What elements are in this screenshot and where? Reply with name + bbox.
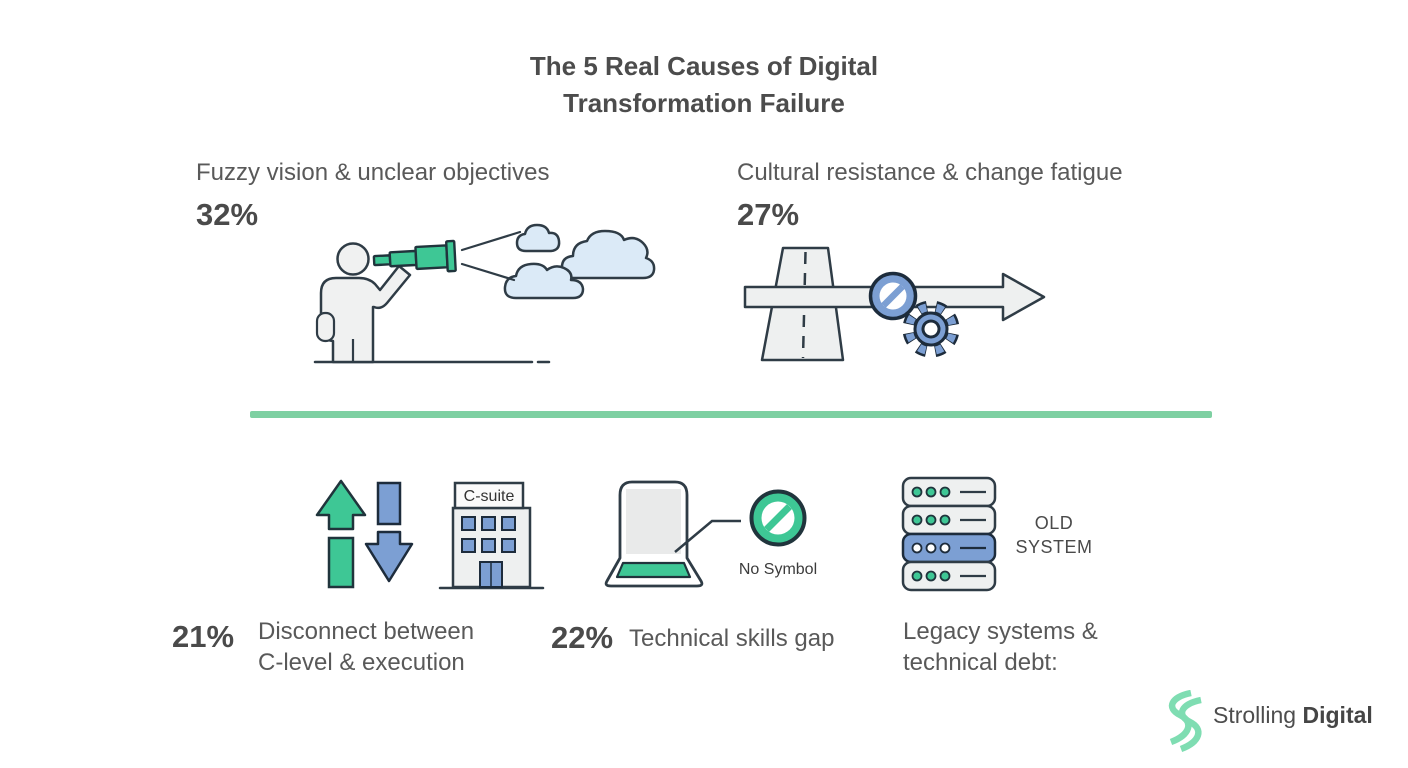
old-system-tag-line1: OLD bbox=[1034, 513, 1074, 533]
section-divider bbox=[250, 411, 1212, 418]
cause-legacy-label: Legacy systems & technical debt: bbox=[903, 616, 1098, 678]
cause-c-level-label-line1: Disconnect between bbox=[258, 618, 475, 645]
cause-fuzzy-vision-pct: 32% bbox=[196, 197, 259, 232]
page-title-line2: Transformation Failure bbox=[563, 88, 845, 118]
brand-name-bold: Digital bbox=[1302, 702, 1373, 728]
cause-c-level-label: Disconnect between C-level & execution bbox=[258, 616, 474, 678]
no-symbol-annotation: No Symbol bbox=[738, 561, 818, 578]
page-title-line1: The 5 Real Causes of Digital bbox=[529, 51, 879, 81]
building-sign-label: C-suite bbox=[464, 488, 515, 505]
flask-no-symbol-icon bbox=[604, 480, 807, 588]
person-telescope-clouds-icon bbox=[313, 223, 656, 364]
cause-legacy-label-line1: Legacy systems & bbox=[903, 618, 1098, 645]
cause-cultural-resistance-pct: 27% bbox=[737, 197, 800, 232]
cause-legacy-label-line2: technical debt: bbox=[903, 649, 1058, 676]
cause-skills-gap-pct: 22% bbox=[551, 620, 614, 655]
blocked-road-arrow-gear-icon bbox=[743, 246, 1046, 362]
brand-name: Strolling Digital bbox=[1213, 702, 1373, 729]
strolling-digital-logo-icon bbox=[1168, 690, 1202, 753]
legacy-server-stack-icon bbox=[901, 476, 997, 592]
brand-name-regular: Strolling bbox=[1213, 702, 1297, 728]
cause-c-level-pct: 21% bbox=[172, 619, 235, 654]
cause-fuzzy-vision-label: Fuzzy vision & unclear objectives bbox=[196, 159, 550, 186]
updown-arrows-csuite-building-icon: C-suite bbox=[315, 479, 545, 590]
old-system-tag: OLD SYSTEM bbox=[1008, 511, 1100, 559]
page-title: The 5 Real Causes of Digital Transformat… bbox=[0, 48, 1408, 122]
cause-cultural-resistance-label: Cultural resistance & change fatigue bbox=[737, 159, 1123, 186]
old-system-tag-line2: SYSTEM bbox=[1015, 537, 1093, 557]
cause-skills-gap-label: Technical skills gap bbox=[629, 625, 835, 652]
cause-c-level-label-line2: C-level & execution bbox=[258, 649, 465, 676]
